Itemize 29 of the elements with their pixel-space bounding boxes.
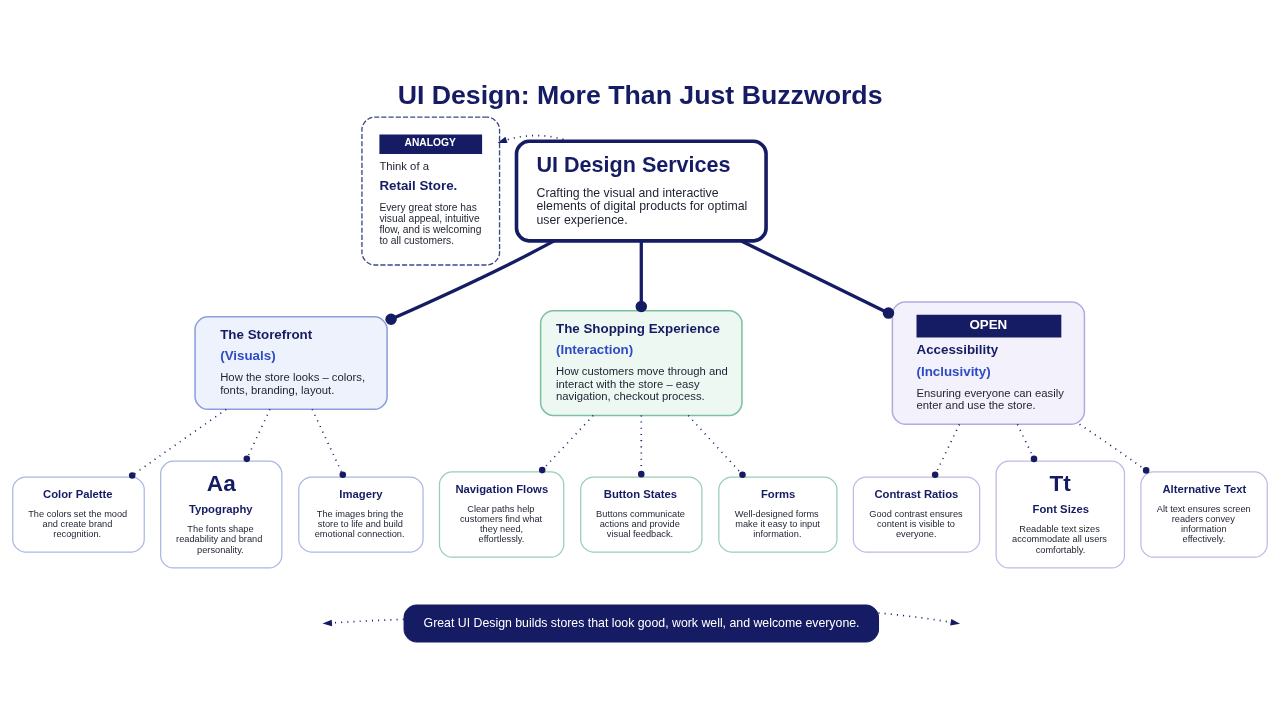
node-box: UI Design Services Crafting the visual and interactive elements of digital products for optimal user experience.	[514, 138, 768, 243]
node-box: Contrast Ratios Good contrast ensures content is visible to everyone.	[852, 475, 981, 553]
node-box: Forms Well-designed forms make it easy to input information.	[718, 475, 838, 553]
connector	[243, 408, 271, 462]
node-box: Imagery The images bring the store to life and build emotional connection.	[298, 475, 424, 553]
connector	[638, 414, 645, 477]
node-box: The Shopping Experience (Interaction) How customers move through and interact with the store – easy navigation, checkout process.	[539, 309, 743, 416]
node-box: OPEN Accessibility (Inclusivity) Ensuring everyone can easily enter and use the store.	[891, 300, 1086, 425]
connector	[740, 239, 895, 319]
connector	[687, 414, 746, 478]
node-box: ANALOGY Think of a Retail Store. Every great store has visual appeal, intuitive flow, and is welcoming to all customers.	[361, 115, 501, 266]
node-box: Button States Buttons communicate actions and provide visual feedback.	[580, 475, 703, 553]
connector	[1016, 423, 1038, 462]
connector	[635, 240, 648, 312]
connector	[1078, 422, 1150, 474]
node-box: The Storefront (Visuals) How the store looks – colors, fonts, branding, layout.	[194, 315, 388, 410]
node-box: Color Palette The colors set the mood and create brand recognition.	[12, 475, 145, 553]
node-box: Aa Typography The fonts shape readability and brand personality.	[160, 460, 283, 569]
diagram-title: UI Design: More Than Just Buzzwords	[397, 79, 883, 110]
connector	[311, 408, 347, 478]
connector	[538, 414, 595, 473]
node-box: Great UI Design builds stores that look good, work well, and welcome everyone.	[403, 603, 880, 642]
arrow	[322, 618, 405, 626]
arrow	[877, 611, 961, 625]
node-box: Tt Font Sizes Readable text sizes accommodate all users comfortably.	[995, 460, 1126, 569]
node-box: Alternative Text Alt text ensures screen readers convey information effectively.	[1140, 470, 1268, 558]
node-box: Navigation Flows Clear paths help customers find what they need, effortlessly.	[438, 470, 565, 558]
connector	[128, 408, 227, 479]
connector	[931, 423, 961, 478]
